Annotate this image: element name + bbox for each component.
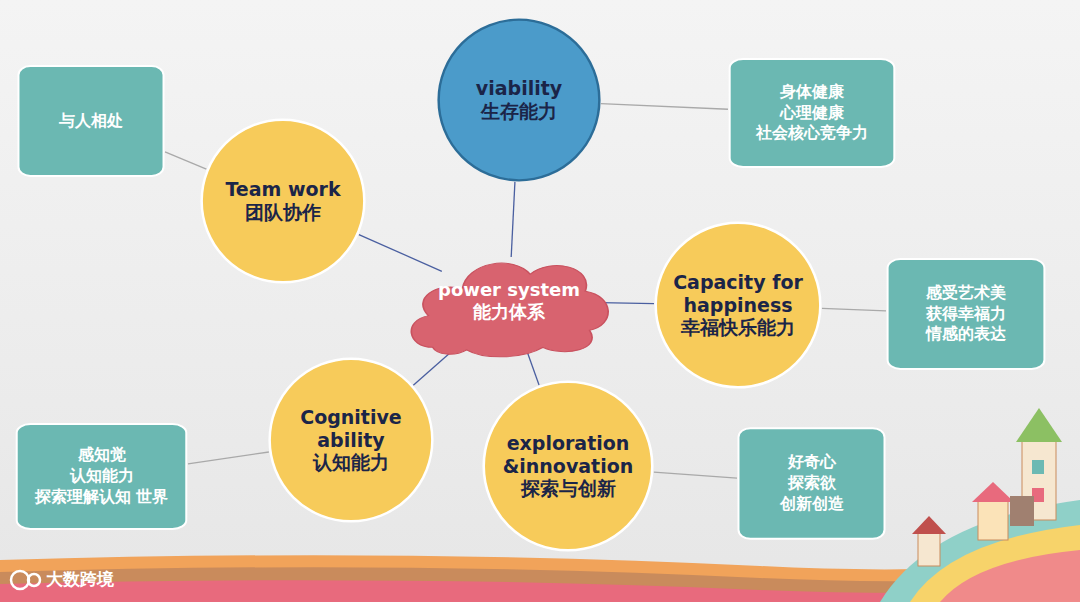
- node-label: exploration &innovation: [501, 432, 635, 478]
- detail-box: 好奇心探索欲创新创造: [737, 427, 886, 540]
- box-fill: [730, 59, 895, 167]
- circle-fill: [439, 20, 600, 181]
- connector-line: [359, 235, 442, 272]
- circle-fill: [484, 382, 653, 551]
- connector-line: [600, 302, 654, 304]
- detail-text: 与人相处: [59, 111, 123, 132]
- connector-stroke: [822, 308, 886, 311]
- node-label: Cognitive ability: [286, 406, 415, 452]
- detail-text: 情感的表达: [926, 324, 1006, 345]
- rainbow-arc: [940, 550, 1080, 602]
- detail-box: 身体健康心理健康社会核心竞争力: [728, 58, 896, 168]
- ability-circle: exploration &innovation探索与创新: [482, 380, 654, 552]
- watermark: 大数跨境: [46, 568, 114, 591]
- detail-box: 感受艺术美获得幸福力情感的表达: [886, 258, 1046, 370]
- box-fill: [888, 259, 1045, 369]
- connector-line: [822, 308, 886, 311]
- detail-text: 身体健康: [780, 82, 844, 103]
- connector-stroke: [188, 452, 269, 464]
- ability-circle: viability生存能力: [437, 18, 601, 182]
- connector-stroke: [654, 472, 737, 478]
- connector-line: [601, 104, 728, 110]
- circle-fill: [202, 120, 365, 283]
- detail-text: 感知觉: [78, 445, 126, 466]
- detail-text: 好奇心: [788, 452, 836, 473]
- detail-box: 与人相处: [17, 65, 165, 177]
- box-fill: [18, 66, 163, 176]
- circle-fill: [270, 359, 433, 522]
- connector-stroke: [601, 104, 728, 110]
- connector-stroke: [511, 182, 515, 257]
- center-cloud: power system能力体系: [403, 240, 615, 362]
- node-label: power system: [438, 279, 580, 301]
- connector-line: [165, 152, 206, 169]
- detail-text: 获得幸福力: [926, 304, 1006, 325]
- detail-text: 创新创造: [780, 494, 844, 515]
- box-fill: [738, 428, 884, 539]
- detail-text: 探索理解认知 世界: [35, 487, 169, 508]
- node-label: Capacity for happiness: [672, 271, 803, 317]
- detail-text: 社会核心竞争力: [756, 123, 868, 144]
- circle-fill: [656, 223, 821, 388]
- node-label: 能力体系: [473, 301, 545, 323]
- connector-stroke: [600, 302, 654, 304]
- node-label: 团队协作: [245, 201, 321, 224]
- ability-circle: Cognitive ability认知能力: [268, 357, 434, 523]
- detail-text: 心理健康: [780, 103, 844, 124]
- connector-line: [654, 472, 737, 478]
- watermark-logo: [11, 571, 40, 589]
- node-label: viability: [476, 77, 562, 100]
- ability-circle: Team work团队协作: [200, 118, 366, 284]
- connector-stroke: [165, 152, 206, 169]
- connector-line: [188, 452, 269, 464]
- node-label: 生存能力: [481, 100, 557, 123]
- detail-text: 认知能力: [70, 466, 134, 487]
- detail-text: 探索欲: [788, 473, 836, 494]
- box-fill: [17, 424, 187, 529]
- node-label: 幸福快乐能力: [681, 316, 795, 339]
- detail-box: 感知觉认知能力探索理解认知 世界: [15, 423, 188, 530]
- cloud-fill: [411, 263, 608, 357]
- node-label: 探索与创新: [521, 477, 616, 500]
- node-label: Team work: [225, 178, 340, 201]
- ability-circle: Capacity for happiness幸福快乐能力: [654, 221, 822, 389]
- connector-line: [511, 182, 515, 257]
- house-icons: [912, 408, 1062, 566]
- connector-stroke: [359, 235, 442, 272]
- detail-text: 感受艺术美: [926, 283, 1006, 304]
- node-label: 认知能力: [313, 451, 389, 474]
